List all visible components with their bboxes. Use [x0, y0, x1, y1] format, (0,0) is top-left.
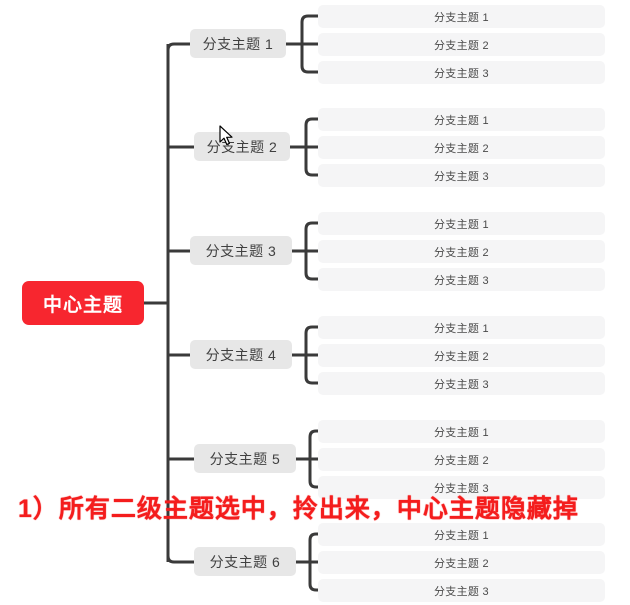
branch-node-1[interactable]: 分支主题 1 [190, 29, 286, 58]
leaf-node-6-2-label: 分支主题 2 [434, 557, 489, 570]
leaf-node-6-1[interactable]: 分支主题 1 [318, 523, 605, 546]
annotation-text: 1）所有二级主题选中，拎出来，中心主题隐藏掉 [18, 495, 579, 523]
leaf-node-4-3-label: 分支主题 3 [434, 378, 489, 391]
leaf-node-1-1[interactable]: 分支主题 1 [318, 5, 605, 28]
branch-node-1-label: 分支主题 1 [202, 35, 274, 52]
leaf-node-2-3[interactable]: 分支主题 3 [318, 164, 605, 187]
leaf-node-5-3-label: 分支主题 3 [434, 482, 489, 495]
leaf-node-3-2[interactable]: 分支主题 2 [318, 240, 605, 263]
mouse-pointer-icon [219, 125, 233, 146]
leaf-node-1-1-label: 分支主题 1 [434, 11, 489, 24]
leaf-node-1-2[interactable]: 分支主题 2 [318, 33, 605, 56]
leaf-node-1-3[interactable]: 分支主题 3 [318, 61, 605, 84]
branch-node-3[interactable]: 分支主题 3 [190, 236, 292, 265]
leaf-node-5-1-label: 分支主题 1 [434, 426, 489, 439]
leaf-node-2-1[interactable]: 分支主题 1 [318, 108, 605, 131]
leaf-node-2-2[interactable]: 分支主题 2 [318, 136, 605, 159]
leaf-node-2-1-label: 分支主题 1 [434, 114, 489, 127]
leaf-node-3-3-label: 分支主题 3 [434, 274, 489, 287]
leaf-node-2-2-label: 分支主题 2 [434, 142, 489, 155]
branch-node-2-label: 分支主题 2 [206, 138, 278, 155]
leaf-node-3-1[interactable]: 分支主题 1 [318, 212, 605, 235]
central-topic-label: 中心主题 [42, 294, 123, 316]
leaf-node-3-3[interactable]: 分支主题 3 [318, 268, 605, 291]
leaf-node-6-3-label: 分支主题 3 [434, 585, 489, 598]
leaf-node-1-2-label: 分支主题 2 [434, 39, 489, 52]
branch-node-6[interactable]: 分支主题 6 [194, 547, 296, 576]
leaf-node-2-3-label: 分支主题 3 [434, 170, 489, 183]
leaf-node-6-2[interactable]: 分支主题 2 [318, 551, 605, 574]
leaf-node-4-1[interactable]: 分支主题 1 [318, 316, 605, 339]
central-topic-node[interactable]: 中心主题 [22, 281, 144, 325]
leaf-node-1-3-label: 分支主题 3 [434, 67, 489, 80]
leaf-node-4-2-label: 分支主题 2 [434, 350, 489, 363]
leaf-node-3-2-label: 分支主题 2 [434, 246, 489, 259]
branch-node-2[interactable]: 分支主题 2 [194, 132, 290, 161]
branch-node-4-label: 分支主题 4 [205, 346, 277, 363]
leaf-node-4-3[interactable]: 分支主题 3 [318, 372, 605, 395]
leaf-node-5-1[interactable]: 分支主题 1 [318, 420, 605, 443]
branch-node-4[interactable]: 分支主题 4 [190, 340, 292, 369]
leaf-node-5-2-label: 分支主题 2 [434, 454, 489, 467]
branch-node-3-label: 分支主题 3 [205, 242, 277, 259]
branch-node-6-label: 分支主题 6 [209, 553, 281, 570]
branch-node-5[interactable]: 分支主题 5 [194, 444, 296, 473]
leaf-node-4-1-label: 分支主题 1 [434, 322, 489, 335]
leaf-node-3-1-label: 分支主题 1 [434, 218, 489, 231]
leaf-node-5-2[interactable]: 分支主题 2 [318, 448, 605, 471]
leaf-node-6-3[interactable]: 分支主题 3 [318, 579, 605, 602]
branch-node-5-label: 分支主题 5 [209, 450, 281, 467]
leaf-node-5-3[interactable]: 分支主题 3 [318, 476, 605, 499]
leaf-node-6-1-label: 分支主题 1 [434, 529, 489, 542]
leaf-node-4-2[interactable]: 分支主题 2 [318, 344, 605, 367]
